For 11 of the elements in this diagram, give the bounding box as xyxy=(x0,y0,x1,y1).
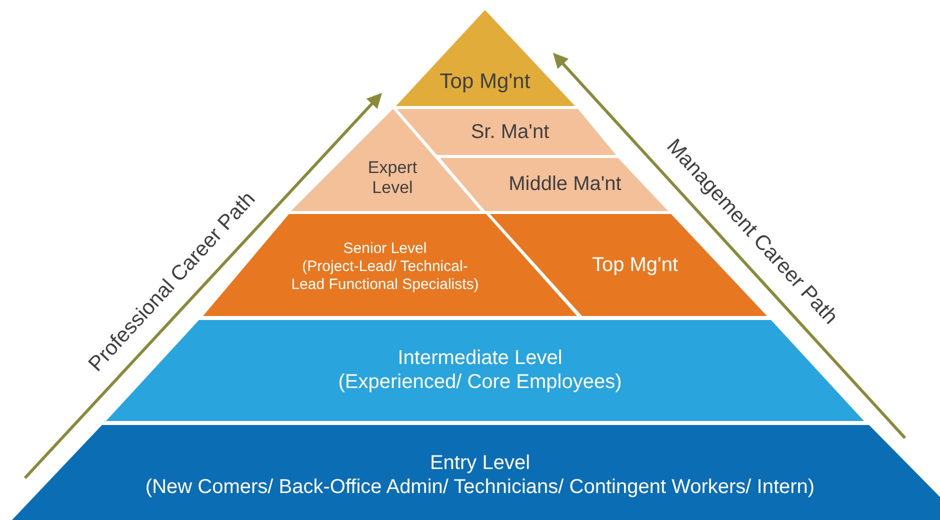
tier-label: Senior Level xyxy=(343,240,427,258)
tier-label: Entry Level xyxy=(430,451,530,475)
tier-label: (New Comers/ Back-Office Admin/ Technicians/ Contingent Workers/ Intern) xyxy=(145,475,815,499)
tier-label: Expert Level xyxy=(366,158,418,198)
tier-label: (Project-Lead/ Technical-Lead Functional Specialists) xyxy=(290,258,480,294)
tier-label: Intermediate Level xyxy=(398,346,562,370)
tier-label: Sr. Ma'nt xyxy=(470,120,550,144)
tier-label: (Experienced/ Core Employees) xyxy=(338,370,622,394)
tier-label: Middle Ma'nt xyxy=(508,172,622,196)
tier-label: Top Mg'nt xyxy=(440,69,530,95)
tier-label: Top Mg'nt xyxy=(592,253,678,277)
